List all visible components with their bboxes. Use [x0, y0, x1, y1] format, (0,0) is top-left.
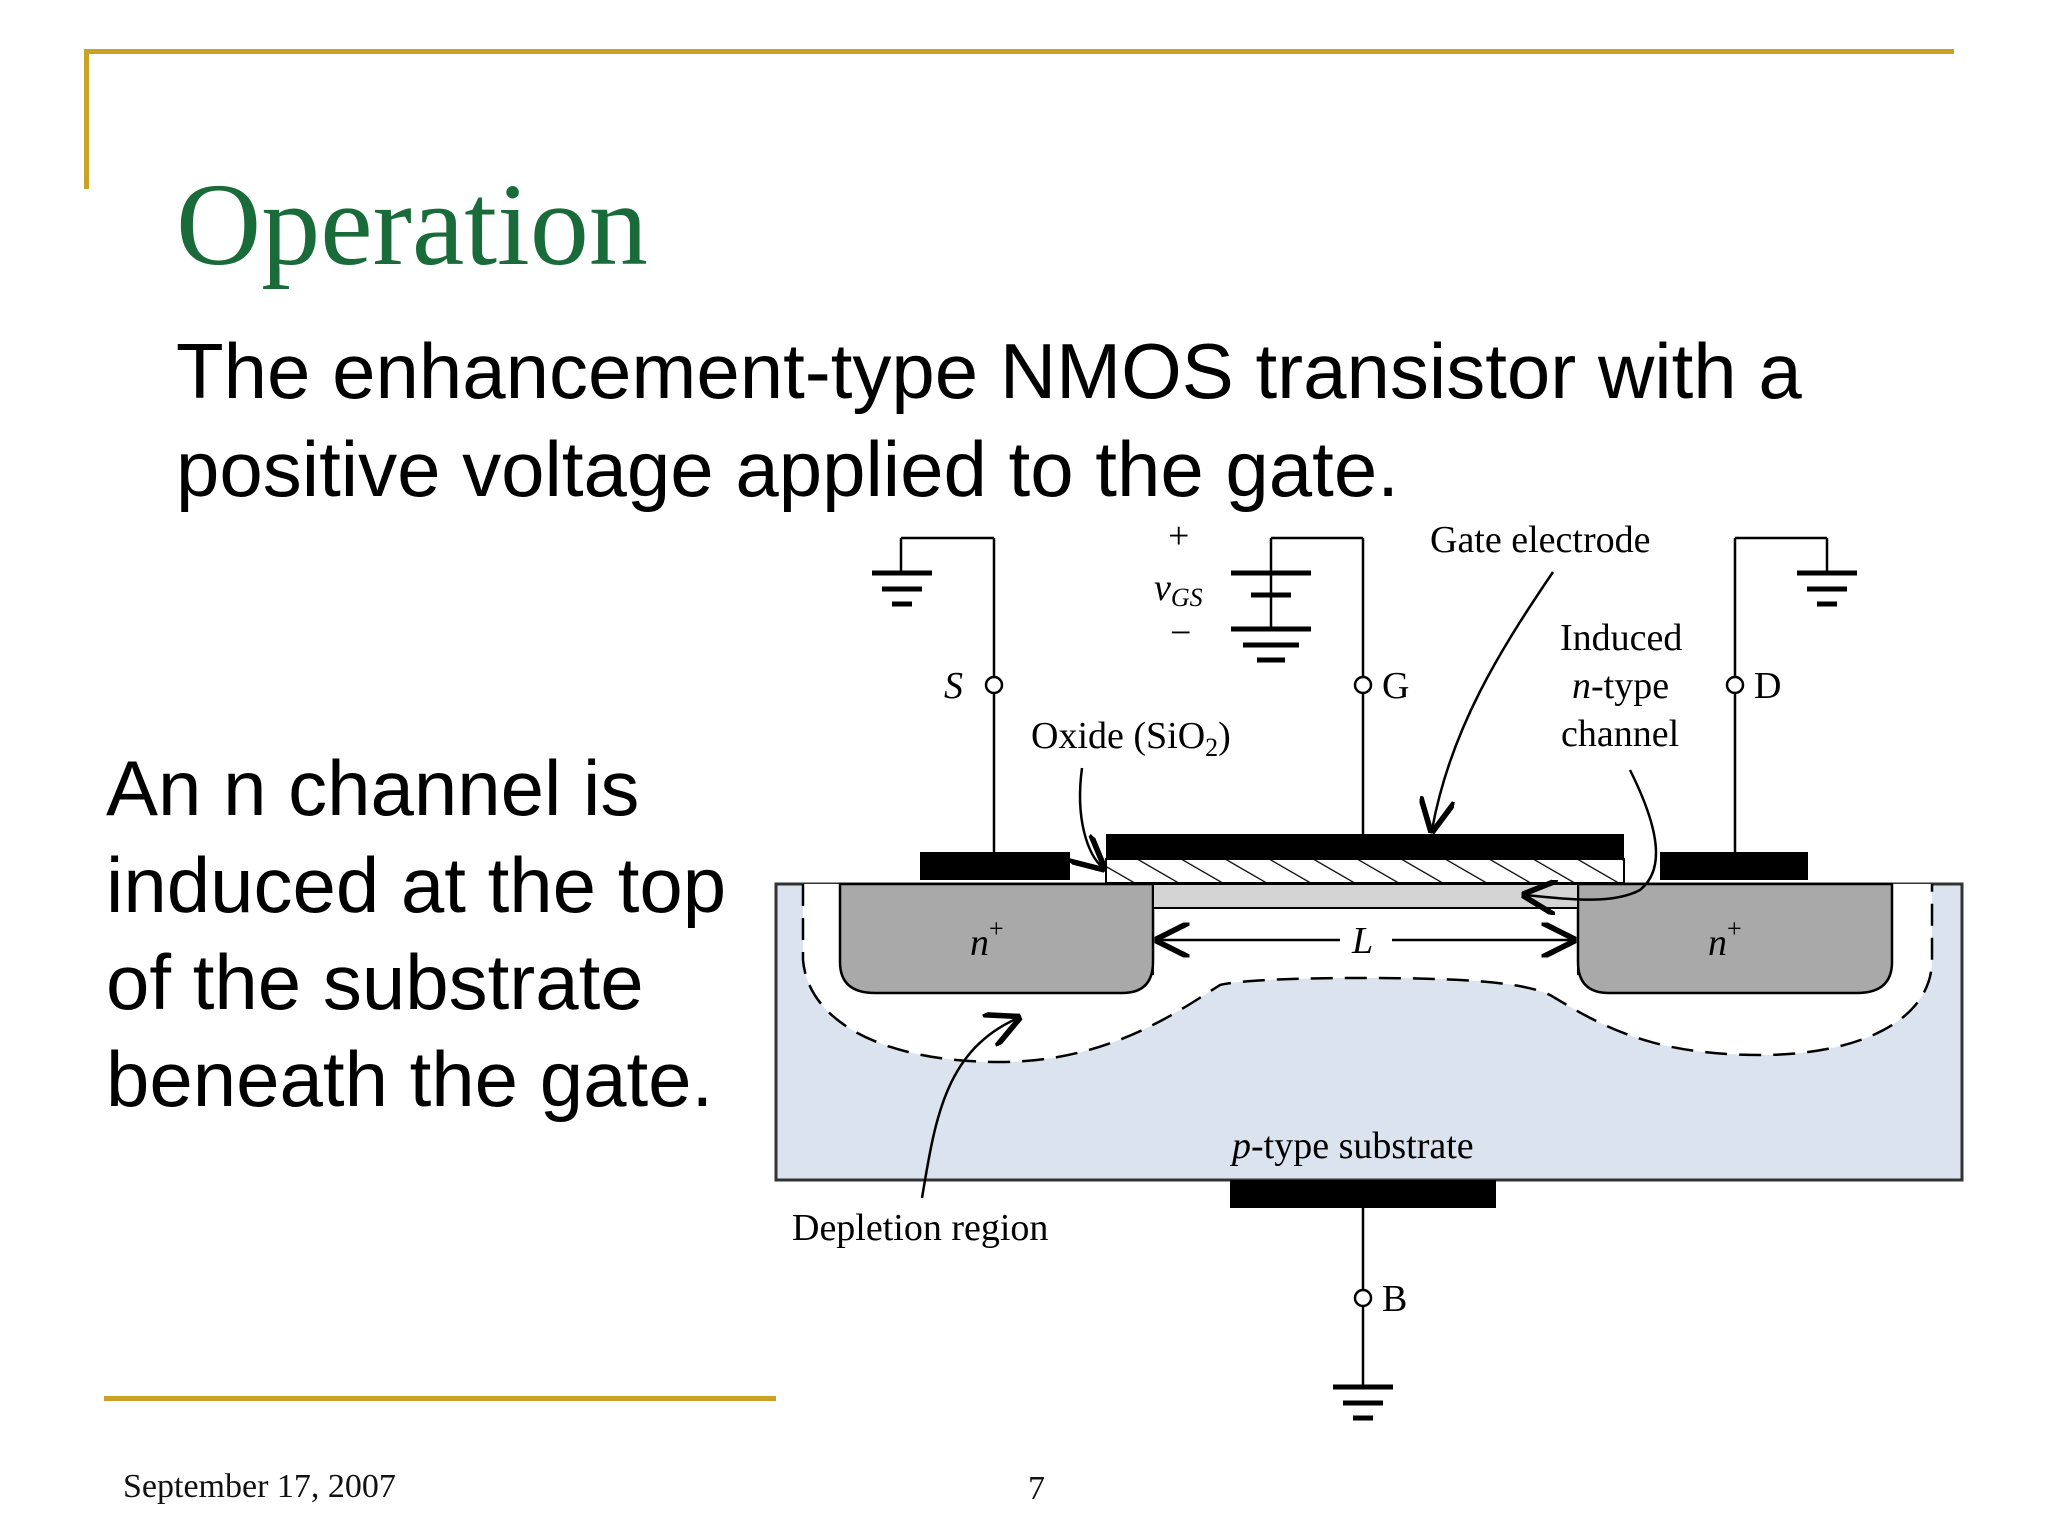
induced-label-line2: n-type	[1572, 665, 1669, 707]
slide-title: Operation	[176, 159, 648, 290]
gate-electrode-label: Gate electrode	[1430, 519, 1650, 561]
page-number: 7	[1028, 1470, 1045, 1507]
source-contact	[920, 852, 1070, 880]
drain-wire	[1733, 536, 1829, 852]
length-label: L	[1351, 920, 1373, 962]
source-label: S	[944, 665, 963, 707]
gate-electrode-leader	[1432, 571, 1555, 830]
side-caption: An n channel is induced at the top of th…	[106, 744, 727, 1123]
drain-terminal[interactable]	[1725, 675, 1745, 695]
oxide-leader	[1080, 767, 1103, 868]
gate-label: G	[1382, 665, 1409, 707]
induced-channel	[1152, 883, 1579, 909]
source-terminal[interactable]	[984, 675, 1004, 695]
source-ground-icon	[872, 570, 932, 607]
drain-contact	[1660, 852, 1808, 880]
top-accent-rule	[84, 49, 1954, 54]
body-ground-icon	[1333, 1384, 1393, 1421]
depletion-leader	[920, 1018, 1018, 1199]
induced-label-line1: Induced	[1560, 617, 1682, 659]
drain-ground-icon	[1797, 570, 1857, 607]
gate-wire	[1269, 536, 1365, 834]
oxide-layer	[1105, 858, 1625, 884]
substrate-label: p-type substrate	[1229, 1125, 1474, 1167]
source-n-plus-label: n+	[970, 914, 1004, 964]
drain-n-plus-label: n+	[1708, 914, 1742, 964]
body-terminal[interactable]	[1353, 1288, 1373, 1308]
induced-label-line3: channel	[1561, 713, 1679, 755]
depletion-label: Depletion region	[792, 1207, 1048, 1249]
gate-electrode	[1106, 834, 1624, 860]
vgs-label: vGS	[1154, 567, 1203, 612]
slide-subtitle: The enhancement-type NMOS transistor wit…	[176, 327, 1802, 513]
vgs-plus-label: +	[1168, 515, 1189, 557]
left-accent-rule	[84, 49, 89, 189]
bottom-accent-rule	[104, 1396, 776, 1401]
oxide-label: Oxide (SiO2)	[1031, 715, 1231, 762]
body-contact	[1230, 1180, 1496, 1208]
drain-n-plus-region	[1576, 882, 1894, 995]
depletion-boundary	[801, 884, 1934, 1064]
induced-channel-leader	[1525, 769, 1658, 900]
body-label: B	[1382, 1278, 1407, 1320]
drain-label: D	[1754, 665, 1781, 707]
gate-terminal[interactable]	[1353, 675, 1373, 695]
footer-date: September 17, 2007	[123, 1468, 396, 1505]
vgs-minus-label: −	[1170, 612, 1191, 654]
source-wire	[899, 536, 996, 852]
